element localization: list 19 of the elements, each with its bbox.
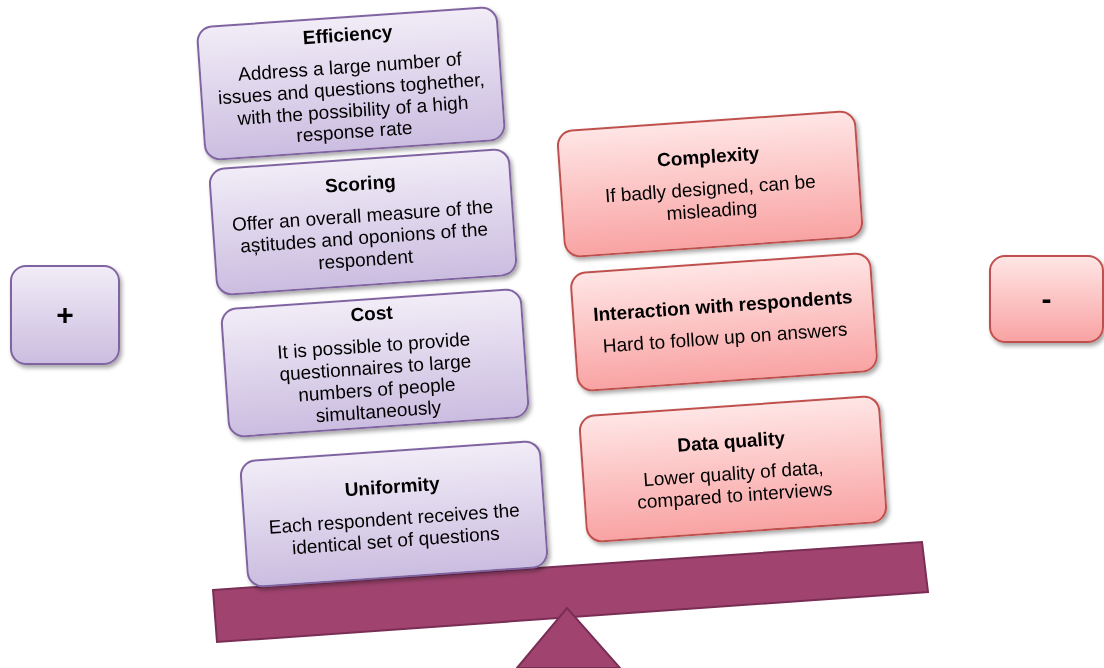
disadvantage-card [989,255,1104,343]
card-description: It is possible to provide questionnaires to large numbers of people simultaneously [275,327,473,429]
advantage-card [219,287,531,439]
advantage-card [207,147,519,297]
card-description: Offer an overall measure of the aștitudes and oponions of the respondent [230,195,495,276]
card-heading: Scoring [324,170,397,198]
sign-symbol: + [56,298,74,332]
card-heading: Efficiency [302,20,394,50]
disadvantage-card [577,394,889,544]
card-description: Lower quality of data, compared to interviews [635,455,835,515]
advantage-card [10,265,120,365]
disadvantage-card [569,251,879,393]
card-heading: Complexity [656,142,760,172]
sign-symbol: - [1041,282,1052,316]
card-heading: Cost [349,302,394,327]
card-description: Address a large number of issues and questions toghether, with the possibility of a high response rate [216,47,487,149]
card-heading: Interaction with respondents [592,286,854,326]
card-description: If badly designed, can be misleading [603,169,818,227]
card-heading: Data quality [676,427,786,457]
